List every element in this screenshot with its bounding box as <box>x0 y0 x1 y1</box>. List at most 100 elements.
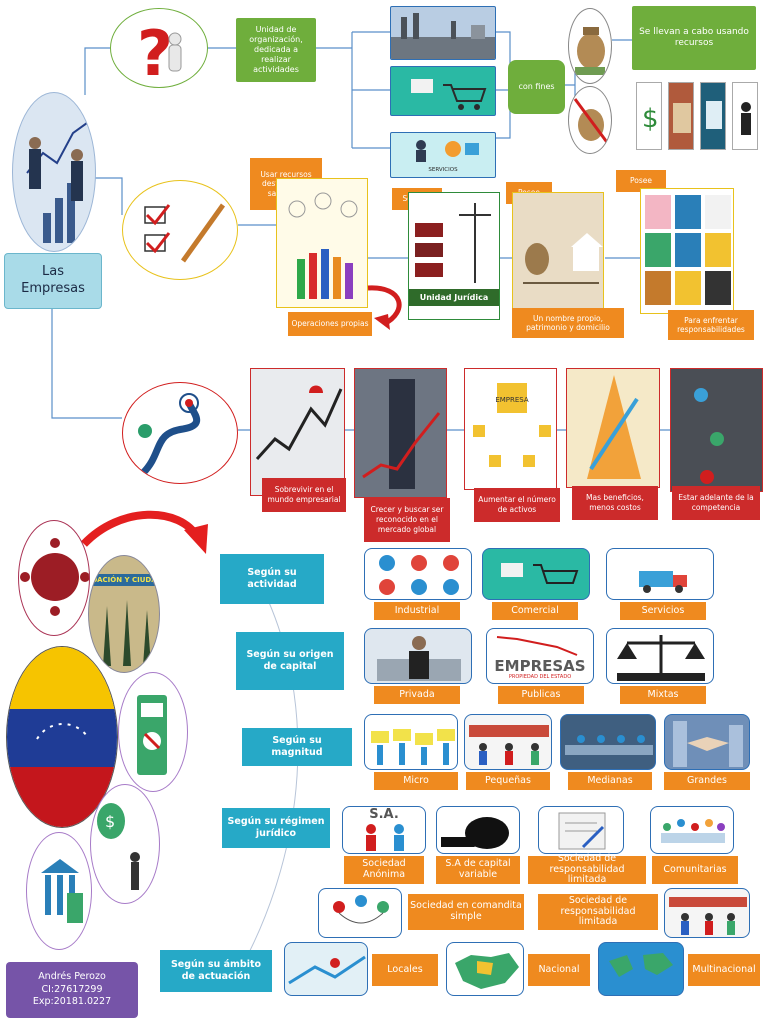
services-image: SERVICIOS <box>390 132 496 178</box>
recursos-box: Se llevan a cabo usando recursos <box>632 6 756 70</box>
benefits-image <box>566 368 660 488</box>
con-fines-box: con fines <box>508 60 565 114</box>
type-comunitarias: Comunitarias <box>652 856 738 884</box>
community-icon <box>661 819 725 843</box>
svg-text:?: ? <box>137 17 173 88</box>
svg-text:$: $ <box>105 812 115 831</box>
crowd-icon <box>288 192 358 299</box>
type-sociedad-anonima: Sociedad Anónima <box>344 856 424 884</box>
definition-box: Unidad de organización, dedicada a reali… <box>236 18 316 82</box>
team-icon <box>669 897 747 935</box>
rising-arrow-icon <box>587 375 641 479</box>
category-magnitud: Según su magnitud <box>242 728 352 766</box>
sa-logo: S.A. <box>369 807 399 822</box>
dollar-balloon-image: $ <box>90 784 160 904</box>
goal-label-2: Aumentar el número de activos <box>474 488 560 522</box>
business-people-icon <box>26 122 88 243</box>
root-label: Las Empresas <box>4 253 102 309</box>
partners-icon <box>366 823 404 851</box>
strategy-image <box>122 382 238 484</box>
type-servicios: Servicios <box>620 602 706 620</box>
network-building-icon: EMPRESA <box>473 383 551 467</box>
author-name: Andrés Perozo <box>38 970 106 982</box>
calculator-icon <box>706 101 722 129</box>
category-actividad: Según su actividad <box>220 554 324 604</box>
goal-label-0: Sobrevivir en el mundo empresarial <box>262 478 346 512</box>
category-regimen: Según su régimen jurídico <box>222 808 330 848</box>
checklist-image <box>122 180 238 280</box>
factory-workers-icon <box>565 735 653 755</box>
gas-pump-icon <box>137 695 167 775</box>
pequenas-image <box>464 714 552 770</box>
growth-image <box>354 368 447 498</box>
dollar-icon: $ <box>642 104 659 134</box>
mixtas-image <box>606 628 714 684</box>
type-comercial: Comercial <box>492 602 578 620</box>
industry-icons-grid <box>379 555 459 595</box>
medianas-image <box>560 714 656 770</box>
virus-icon <box>20 538 89 616</box>
commerce-image <box>390 66 496 116</box>
type-resp-limitada-1: Sociedad de responsabilidad limitada <box>528 853 646 885</box>
checklist-icon <box>144 203 226 263</box>
goal-label-4: Estar adelante de la competencia <box>672 486 760 520</box>
type-industrial: Industrial <box>374 602 460 620</box>
contract-signing-icon <box>558 812 606 850</box>
dollar-balloon-icon: $ <box>97 803 140 890</box>
empresas-subtitle: PROPIEDAD DEL ESTADO <box>508 674 572 680</box>
delivery-truck-icon <box>639 571 687 593</box>
competition-image <box>670 368 763 492</box>
comunitarias-image <box>650 806 734 854</box>
people-icon <box>741 102 751 135</box>
responsabilidades-box: Para enfrentar responsabilidades <box>668 310 754 340</box>
pins-race-icon <box>694 388 724 484</box>
type-micro: Micro <box>374 772 458 790</box>
multinacional-image <box>598 942 684 996</box>
partnership-diagram-icon <box>333 895 389 924</box>
red-curved-arrow-small <box>367 285 402 330</box>
poster-title: OACIÓN Y CIUDA <box>89 574 159 586</box>
services-people-icon <box>416 140 479 162</box>
type-locales: Locales <box>372 954 438 986</box>
pillar-image <box>26 832 92 950</box>
assets-image: EMPRESA <box>464 368 557 490</box>
operaciones-box: Operaciones propias <box>288 312 372 336</box>
unidad-juridica-label: Unidad Jurídica <box>409 289 499 306</box>
money-tile-4 <box>732 82 758 150</box>
public-company-chart-icon <box>496 636 578 656</box>
type-capital-variable: S.A de capital variable <box>436 856 520 884</box>
limitada-people-image <box>664 888 750 938</box>
type-nacional: Nacional <box>528 954 590 986</box>
empresas-logo: EMPRESAS <box>494 657 586 675</box>
small-business-icon <box>469 725 549 765</box>
finance-icons-image <box>640 188 734 314</box>
law-books-icon <box>415 203 491 283</box>
finance-grid-icon <box>645 195 731 305</box>
type-pequenas: Pequeñas <box>466 772 550 790</box>
services-caption: SERVICIOS <box>428 167 458 173</box>
micro-image <box>364 714 458 770</box>
type-grandes: Grandes <box>664 772 750 790</box>
comercial-image <box>482 548 590 600</box>
privada-image <box>364 628 472 684</box>
education-poster-image: OACIÓN Y CIUDA <box>88 555 160 673</box>
author-box: Andrés Perozo CI:27617299 Exp:20181.0227 <box>6 962 138 1018</box>
type-medianas: Medianas <box>568 772 652 790</box>
no-money-icon <box>573 98 611 146</box>
cash-icon <box>673 103 691 133</box>
type-publicas: Publicas <box>498 686 584 704</box>
cypress-trees-icon <box>103 600 151 666</box>
industry-image <box>390 6 496 60</box>
goal-label-3: Mas beneficios, menos costos <box>572 486 658 520</box>
red-big-arrow <box>81 510 208 554</box>
dollar-tile-1: $ <box>636 82 662 150</box>
category-ambito: Según su ámbito de actuación <box>160 950 272 992</box>
people-needs-image <box>276 178 368 308</box>
author-ci: CI:27617299 <box>41 983 103 995</box>
businessman-city-icon <box>377 636 461 681</box>
puzzle-people-icon <box>371 729 455 765</box>
comandita-image <box>318 888 402 938</box>
cart-commerce-icon <box>501 563 579 584</box>
type-resp-limitada-2: Sociedad de responsabilidad limitada <box>538 894 658 930</box>
question-mark-icon: ? <box>137 17 182 88</box>
